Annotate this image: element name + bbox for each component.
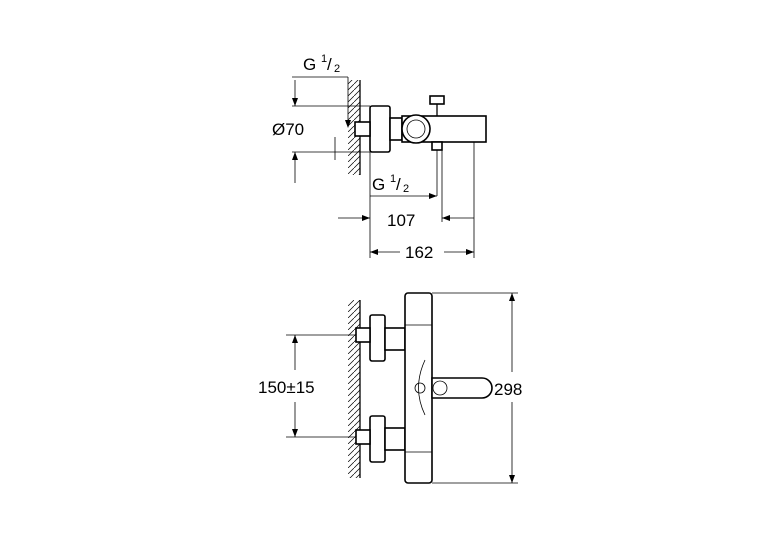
dim-diameter: Ø70 — [272, 120, 304, 139]
thread-bottom-arrow — [429, 193, 437, 199]
thread-top-den: 2 — [334, 63, 340, 75]
dim-150: 150±15 — [258, 378, 315, 397]
dim-298-arrow-bottom — [509, 475, 515, 483]
thread-bottom-prefix: G — [372, 175, 385, 194]
wall-hatch-top — [348, 80, 360, 175]
handle-knob-inner — [406, 119, 426, 139]
dim-162: 162 — [405, 243, 433, 262]
dia-arrow-up — [292, 98, 298, 106]
dim-298-arrow-top — [509, 293, 515, 301]
side-view: Ø70 G 1 / 2 G 1 / 2 107 162 — [272, 53, 487, 262]
dim-150-arrow-bottom — [292, 429, 298, 437]
dim-150-arrow-top — [292, 335, 298, 343]
dim-107-arrow-left — [362, 215, 370, 221]
lower-eccentric — [384, 427, 406, 451]
handle-lever-hub — [432, 380, 448, 396]
rosette-top — [369, 105, 391, 153]
thread-top-num: 1 — [321, 53, 327, 65]
dim-298: 298 — [494, 380, 522, 399]
upper-rosette — [369, 314, 386, 362]
upper-nut — [355, 327, 371, 343]
spout-outlet — [431, 141, 443, 151]
front-knob — [414, 382, 426, 394]
lower-nut — [355, 429, 371, 445]
thread-bottom-den: 2 — [403, 183, 409, 195]
dia-arrow-down — [292, 152, 298, 160]
lower-rosette — [369, 415, 386, 463]
thread-bottom-slash: / — [396, 175, 401, 194]
dim-162-label-bg — [400, 240, 444, 260]
handle-knob — [401, 114, 431, 144]
dim-162-arrow-right — [466, 249, 474, 255]
upper-eccentric — [384, 327, 406, 351]
dim-107-arrow-right — [442, 215, 450, 221]
wall-hatch-bottom — [348, 300, 360, 478]
front-view: 150±15 298 — [258, 292, 522, 484]
diverter-cap — [429, 95, 445, 105]
thread-top-prefix: G — [303, 55, 316, 74]
dim-107: 107 — [387, 211, 415, 230]
connector-nut-top — [354, 121, 371, 137]
connector-nut-small — [389, 117, 403, 141]
thread-bottom-num: 1 — [390, 173, 396, 185]
thread-top-slash: / — [327, 55, 332, 74]
handle-lever — [431, 377, 493, 399]
spout-curve — [418, 359, 426, 416]
thread-top-arrow — [345, 120, 351, 128]
dim-162-arrow-left — [370, 249, 378, 255]
